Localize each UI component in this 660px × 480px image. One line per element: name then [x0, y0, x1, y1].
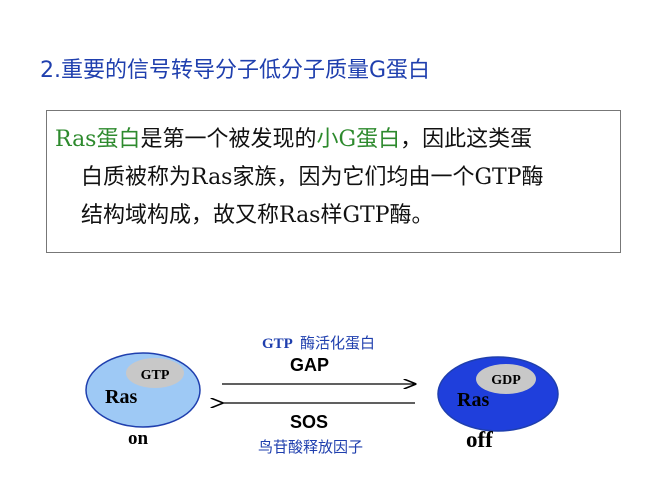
paragraph-line-1: Ras蛋白是第一个被发现的小G蛋白，因此这类蛋: [55, 121, 610, 159]
paragraph-line-3: 结构域构成，故又称Ras样GTP酶。: [81, 203, 434, 228]
paragraph-line-2: 白质被称为Ras家族，因为它们均由一个GTP酶: [81, 165, 544, 190]
off-state-label: off: [466, 427, 493, 452]
ras-protein-term: Ras蛋白: [55, 127, 141, 152]
page-title: 2.重要的信号转导分子低分子质量G蛋白: [40, 58, 431, 83]
on-state-label: on: [128, 428, 149, 449]
guanine-release-factor-label: 鸟苷酸释放因子: [258, 439, 363, 456]
paragraph-text: ，因此这类蛋: [400, 127, 533, 152]
gtp-activating-label-prefix: GTP: [262, 336, 293, 352]
gap-label: GAP: [290, 355, 329, 375]
ras-on-label: Ras: [105, 386, 137, 408]
small-g-protein-term: 小G蛋白: [316, 127, 401, 152]
gtp-badge: [126, 358, 184, 388]
ras-off-label: Ras: [457, 389, 489, 411]
gtp-badge-label: GTP: [141, 368, 170, 383]
gdp-badge: [476, 364, 536, 394]
gtp-activating-label-suffix: 酶活化蛋白: [300, 335, 375, 352]
paragraph-text: 是第一个被发现的: [140, 127, 317, 152]
gdp-badge-label: GDP: [491, 373, 521, 388]
description-box: Ras蛋白是第一个被发现的小G蛋白，因此这类蛋 白质被称为Ras家族，因为它们均…: [46, 110, 621, 253]
sos-label: SOS: [290, 412, 328, 432]
